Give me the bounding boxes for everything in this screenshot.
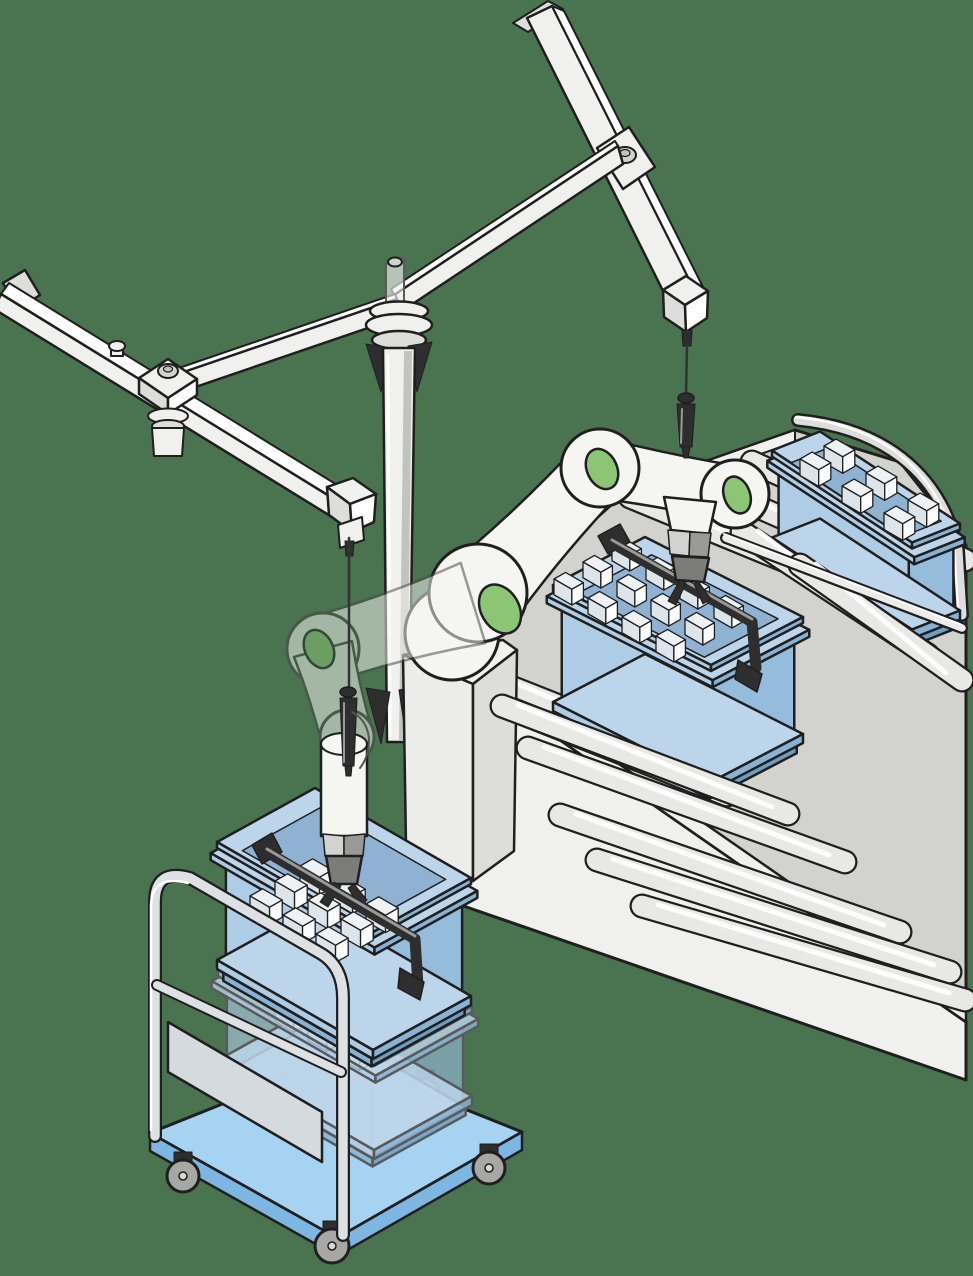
caster-wheel: [165, 1151, 201, 1194]
gripper-cart-bin: [251, 832, 425, 1001]
tool-balancer-left: [339, 686, 371, 777]
tool-balancer-right: [676, 392, 696, 459]
end-effector-conveyor: [662, 495, 718, 606]
caster-wheel: [471, 1143, 507, 1186]
cart-handle: [148, 868, 350, 1242]
rollers-front-of-active-bin: [489, 693, 858, 875]
overhead-crane: [0, 0, 710, 745]
inner-guide-rail: [720, 532, 968, 634]
bin-parts: [799, 438, 940, 541]
pivot-bracket-left: [137, 357, 199, 457]
